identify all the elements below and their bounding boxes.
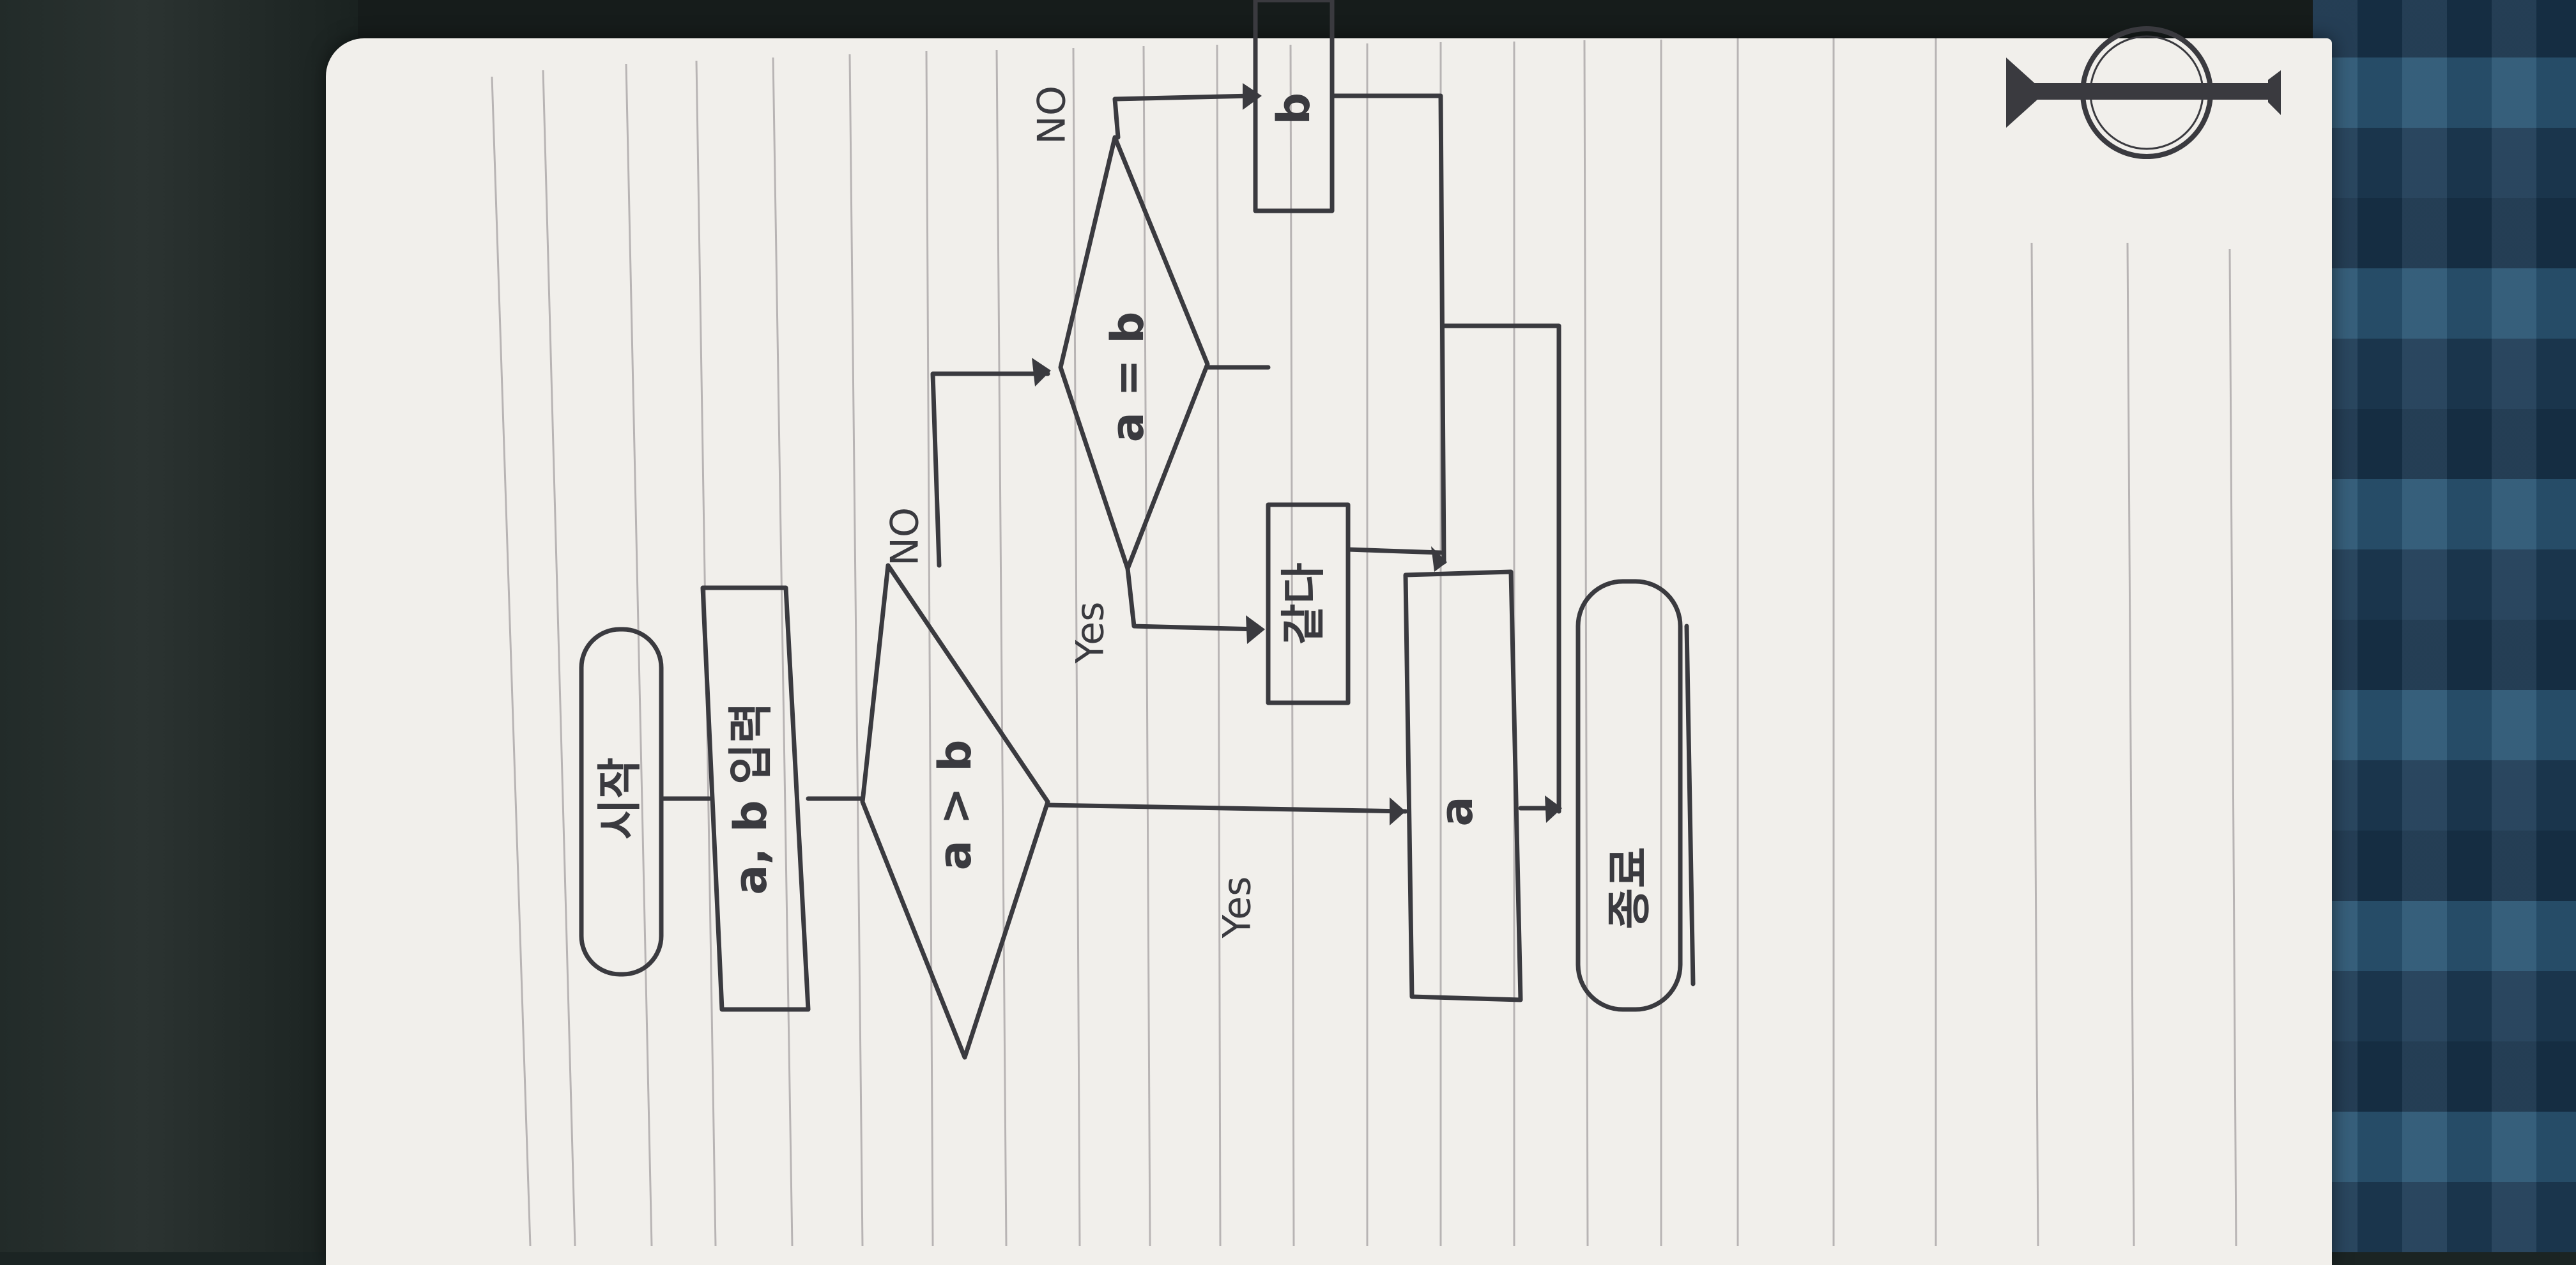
connector-b-to-merge xyxy=(1330,93,1446,565)
connector-merge-to-end xyxy=(1441,323,1561,814)
connector-same-to-merge xyxy=(1346,547,1443,555)
arrowhead-to-b xyxy=(1243,83,1262,110)
background-top xyxy=(358,0,2313,45)
logo-mark xyxy=(2006,26,2281,159)
process-a-label: a xyxy=(1430,796,1483,826)
arrowhead-to-decision2 xyxy=(1032,358,1051,387)
start-terminal xyxy=(579,627,664,977)
label-no-2: NO xyxy=(1030,86,1075,144)
connector-no-to-decision2 xyxy=(930,371,1050,568)
process-a-box xyxy=(1403,569,1523,1002)
arrowhead-to-a xyxy=(1390,797,1406,825)
process-same-label: 같다 xyxy=(1277,563,1330,645)
label-yes-1: Yes xyxy=(1215,877,1260,939)
input-box xyxy=(700,585,811,1012)
arrowhead-to-same xyxy=(1246,615,1265,644)
connector-yes-to-same xyxy=(1125,566,1261,632)
connector-yes-to-a xyxy=(1045,802,1408,814)
process-same-box xyxy=(1266,502,1351,705)
connector-no-to-b xyxy=(1112,93,1255,140)
background-left xyxy=(0,0,358,1252)
end-label: 종료 xyxy=(1603,847,1655,930)
process-b-box xyxy=(1253,0,1335,213)
decision-a-gt-b xyxy=(860,563,1050,1060)
decision-1-label: a > b xyxy=(929,740,981,871)
arrowhead-merge-1 xyxy=(1431,546,1447,572)
ruled-lines xyxy=(491,38,2237,1246)
process-b-label: b xyxy=(1268,93,1320,125)
arrowhead-to-end xyxy=(1545,795,1562,823)
input-label: a, b 입력 xyxy=(724,702,777,894)
end-terminal xyxy=(1575,579,1683,1012)
start-label: 시작 xyxy=(594,758,646,840)
background-plaid xyxy=(2313,0,2576,1252)
label-yes-2: Yes xyxy=(1068,602,1113,664)
decision-2-label: a = b xyxy=(1101,312,1154,443)
label-no-1: NO xyxy=(883,507,928,566)
end-terminal-extra-stroke xyxy=(1684,624,1696,986)
